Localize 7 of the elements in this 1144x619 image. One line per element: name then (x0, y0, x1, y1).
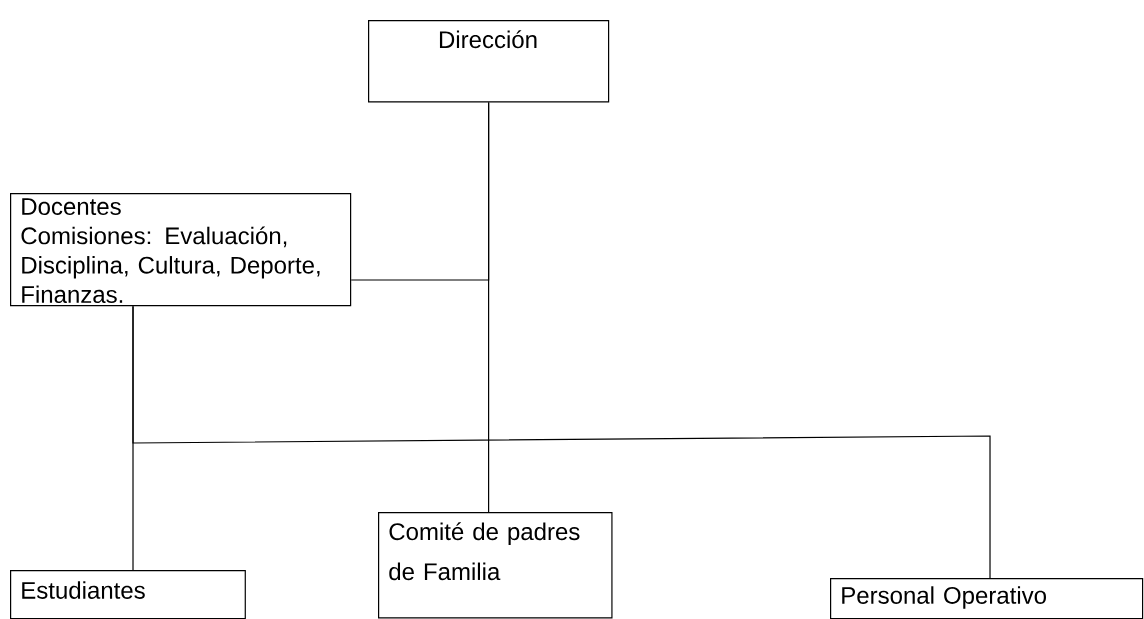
org-box: Docentes Comisiones: Evaluación, Disciplina, Cultura, Deporte, Finanzas. (10, 193, 352, 307)
org-box: Dirección (368, 20, 610, 103)
org-box: Comité de padres de Familia (378, 512, 613, 619)
connector-line (488, 101, 490, 513)
org-box: Personal Operativo (830, 578, 1144, 619)
connector-line (132, 305, 991, 579)
org-box: Estudiantes (10, 570, 246, 619)
